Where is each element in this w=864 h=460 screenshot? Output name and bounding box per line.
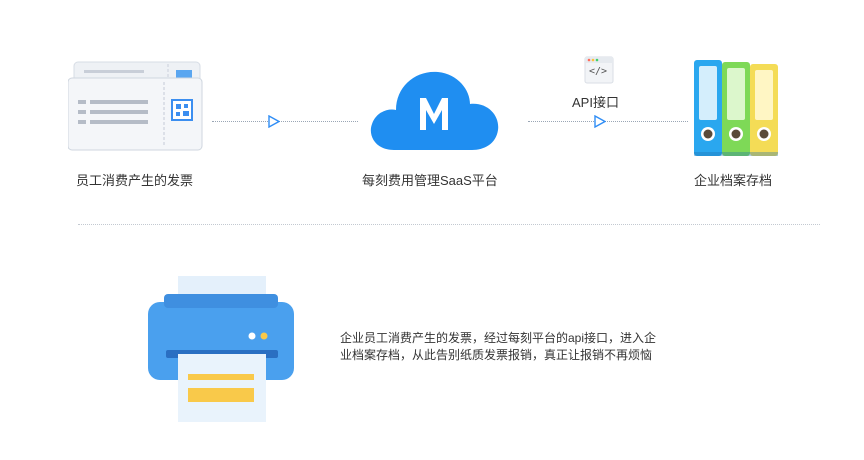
- section-divider: [78, 224, 820, 225]
- code-window-icon: </>: [584, 56, 614, 84]
- binders-icon: [692, 60, 782, 158]
- connector-line-1: [212, 121, 358, 122]
- description: 企业员工消费产生的发票，经过每刻平台的api接口，进入企 业档案存档，从此告别纸…: [340, 330, 720, 364]
- step2-label: 每刻费用管理SaaS平台: [362, 173, 498, 188]
- step3-label: 企业档案存档: [694, 173, 773, 188]
- printer-icon: [148, 276, 298, 426]
- arrow-icon-1: [268, 114, 281, 133]
- step1-label: 员工消费产生的发票: [76, 173, 194, 188]
- code-symbol: </>: [589, 66, 608, 77]
- invoice-ticket-icon: [67, 60, 208, 156]
- cloud-logo-icon: [364, 64, 504, 154]
- description-line-2: 业档案存档，从此告别纸质发票报销，真正让报销不再烦恼: [340, 348, 653, 362]
- description-line-1: 企业员工消费产生的发票，经过每刻平台的api接口，进入企: [340, 331, 657, 345]
- api-label: API接口: [572, 95, 619, 110]
- connector-line-2: [528, 121, 688, 122]
- arrow-icon-2: [594, 114, 607, 133]
